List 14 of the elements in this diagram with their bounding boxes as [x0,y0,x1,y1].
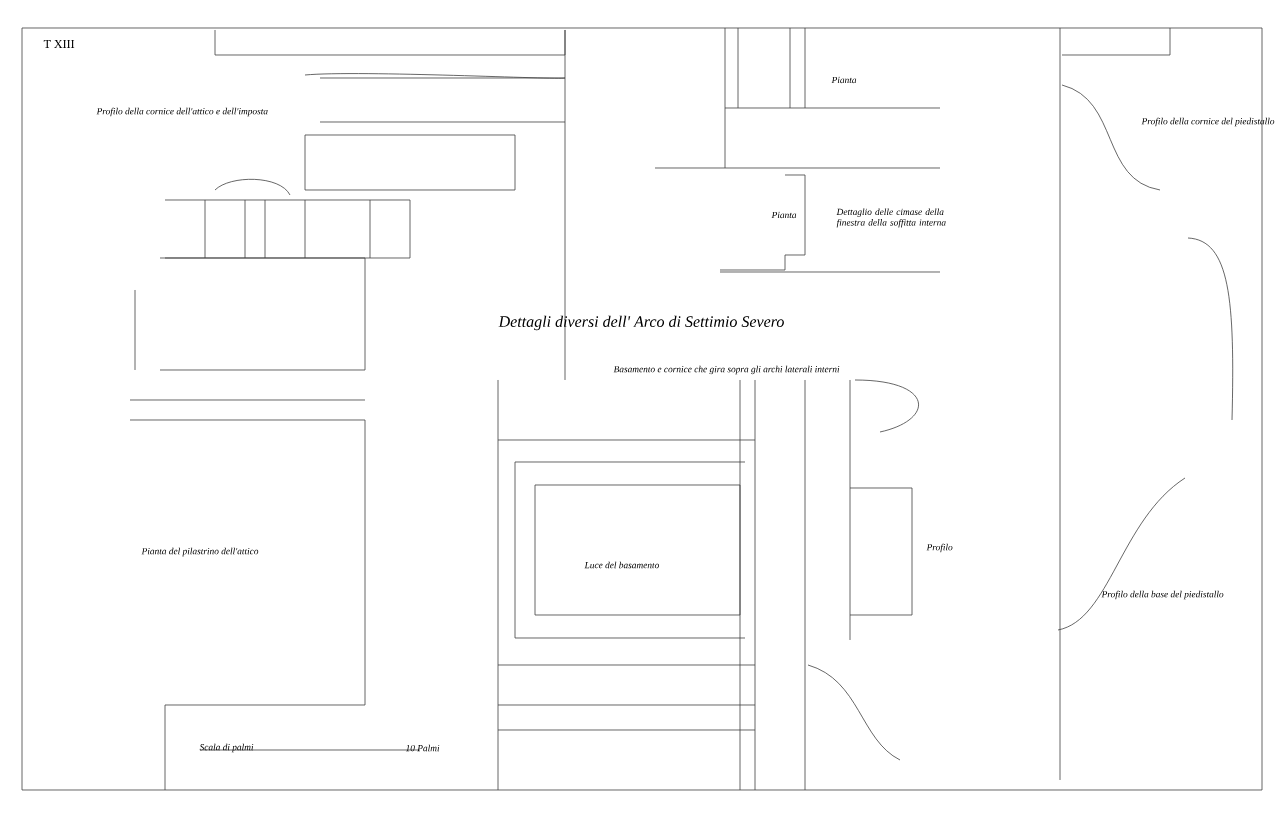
drawing-label: T XIII [43,40,75,48]
drawing-label: Dettaglio delle cimase della finestra della soffitta interna [836,208,946,228]
drawing-label: Profilo della cornice del piedistallo [1141,117,1275,127]
drawing-label: Profilo della cornice dell'attico e dell'imposta [96,107,268,117]
drawing-label: Pianta [831,76,857,84]
drawing-label: Pianta del pilastrino dell'attico [141,547,259,557]
drawing-label: Profilo della base del piedistallo [1101,590,1224,600]
drawing-label: Scala di palmi [199,743,254,753]
drawing-label: Luce del basamento [584,561,659,569]
drawing-label: 10 Palmi [405,744,440,752]
drawing-label: Pianta [771,211,797,219]
title: Dettagli diversi dell' Arco di Settimio Severo [498,315,784,331]
drawing-label: Profilo [926,543,953,553]
drawing-label: Basamento e cornice che gira sopra gli archi laterali interni [613,365,840,375]
